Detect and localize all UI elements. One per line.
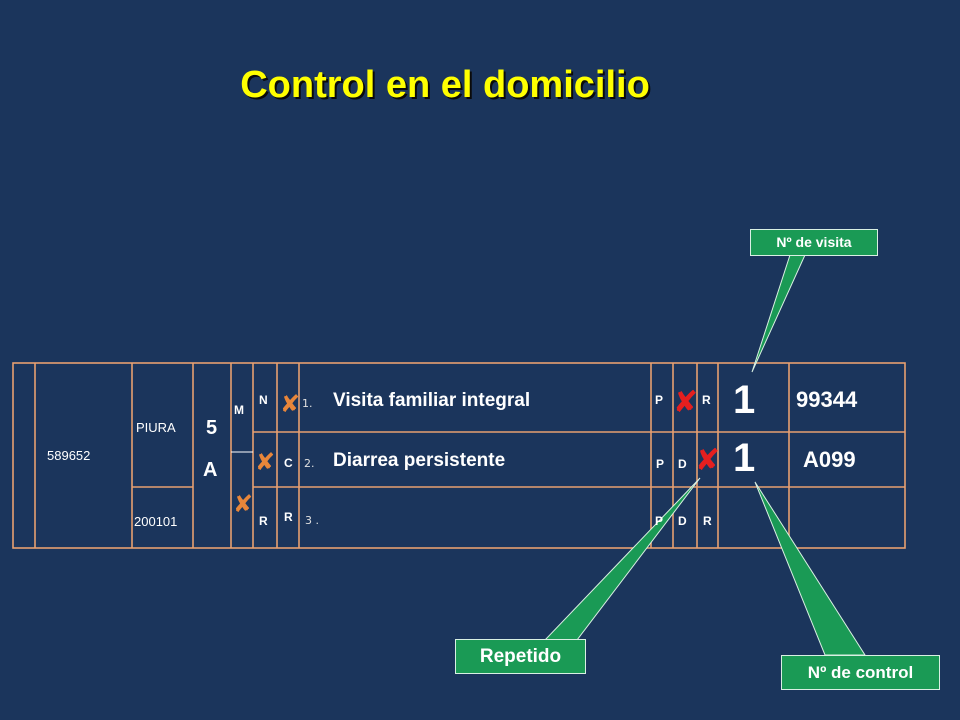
row1-type-r: R <box>702 393 711 407</box>
cross-mark-icon: ✘ <box>280 390 301 418</box>
control-number-callout: Nº de control <box>781 655 940 690</box>
status-c: C <box>284 456 293 470</box>
status-r-2: R <box>284 510 293 524</box>
cross-mark-icon: ✘ <box>255 448 276 476</box>
district: PIURA <box>136 420 176 435</box>
row3-type-d: D <box>678 514 687 528</box>
cross-mark-icon: ✘ <box>233 490 254 518</box>
age-unit: A <box>203 459 218 481</box>
visit-callout-pointer <box>751 254 806 373</box>
row3-type-p: P <box>655 514 664 528</box>
row2-type-d: D <box>678 457 687 471</box>
visit-number: 1 <box>733 378 756 422</box>
status-r-1: R <box>259 514 268 528</box>
row3-type-r: R <box>703 514 712 528</box>
row2-type-p: P <box>656 457 665 471</box>
status-n: N <box>259 393 268 407</box>
row2-code: A099 <box>803 447 856 472</box>
age-value: 5 <box>206 417 218 439</box>
control-callout-pointer <box>754 481 866 656</box>
visit-number-callout: Nº de visita <box>750 229 878 256</box>
table-outline <box>12 362 906 549</box>
sex-m: M <box>234 403 244 417</box>
row2-diagnosis: Diarrea persistente <box>333 450 506 471</box>
date-code: 200101 <box>134 514 178 529</box>
cross-mark-icon: ✘ <box>695 443 721 478</box>
row1-index: 1. <box>302 397 313 410</box>
control-number: 1 <box>733 436 756 480</box>
repeated-callout-pointer <box>543 477 701 641</box>
row1-type-p: P <box>655 393 664 407</box>
page-title: Control en el domicilio <box>240 64 650 106</box>
row1-diagnosis: Visita familiar integral <box>333 390 531 411</box>
cross-mark-icon: ✘ <box>673 385 699 420</box>
row2-index: 2. <box>304 457 315 470</box>
row1-code: 99344 <box>796 387 858 412</box>
repeated-callout: Repetido <box>455 639 586 674</box>
hc-number: 589652 <box>47 448 91 463</box>
row3-index: 3 . <box>305 514 319 527</box>
